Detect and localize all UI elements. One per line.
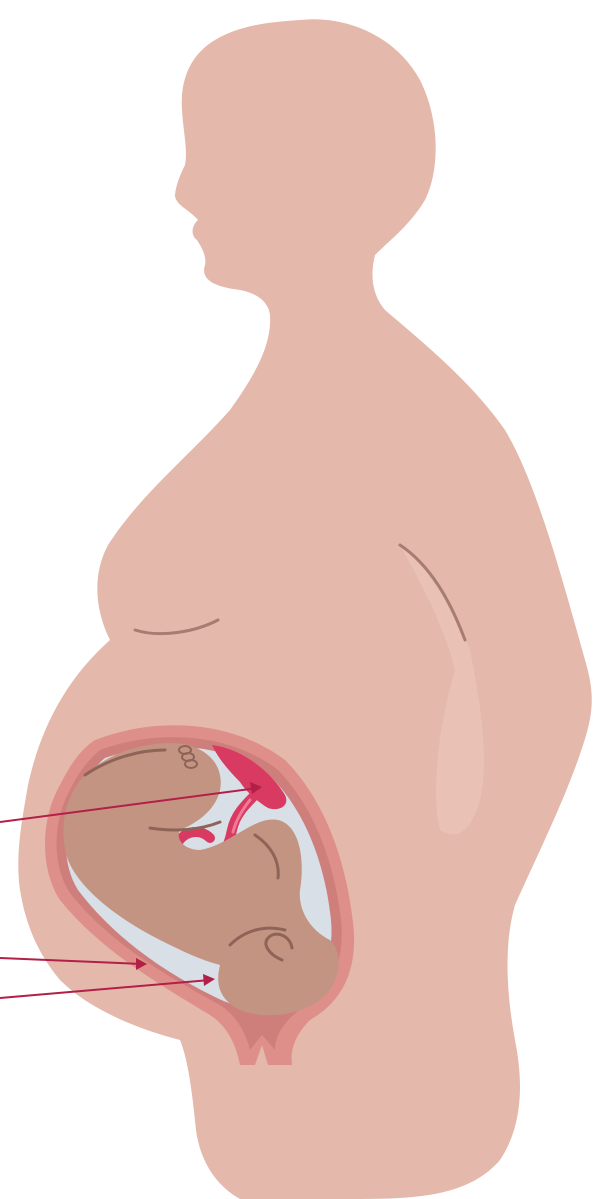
pregnancy-diagram <box>0 0 595 1199</box>
pregnancy-cross-section-illustration <box>0 0 595 1199</box>
